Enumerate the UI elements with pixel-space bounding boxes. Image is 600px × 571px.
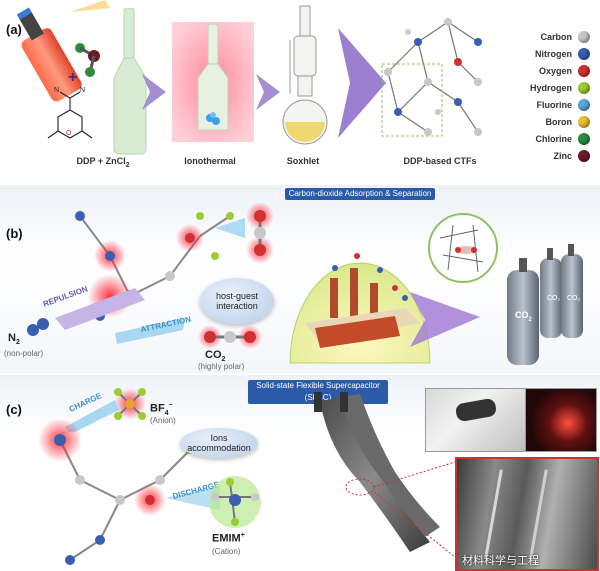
legend-fluorine: Fluorine <box>500 96 590 113</box>
svg-text:+: + <box>68 69 77 86</box>
svg-text:CO₂: CO₂ <box>567 295 581 302</box>
n2-label: N2 <box>8 332 20 347</box>
cylinder-label: CO2 <box>515 310 532 323</box>
legend-chlorine: Chlorine <box>500 130 590 147</box>
step-label-soxhlet: Soxhlet <box>286 156 320 166</box>
emim-label: EMIM+ <box>212 532 245 545</box>
step-label-ddp-ctfs: DDP-based CTFs <box>403 156 477 166</box>
sem-layer-line <box>484 469 503 559</box>
panel-a-letter: (a) <box>6 22 22 37</box>
process-arrow-large <box>338 28 386 138</box>
device-photo-bent <box>425 388 527 452</box>
soxhlet-apparatus-icon <box>282 5 328 145</box>
reaction-vessel-icon <box>113 8 147 155</box>
ctf-fragment-ion-interaction <box>38 420 194 565</box>
oxygen-ball-icon <box>578 64 590 77</box>
n2-note: (non-polar) <box>4 349 44 358</box>
co2-cylinders-illustration: CO₂ CO₂ <box>507 244 583 365</box>
sem-cross-section-image <box>455 457 599 571</box>
sem-layer-line <box>529 469 548 559</box>
hydrogen-ball-icon <box>578 81 590 94</box>
legend-hydrogen: Hydrogen <box>500 79 590 96</box>
step-label-ionothermal: Ionothermal <box>184 156 236 166</box>
boron-ball-icon <box>578 115 590 128</box>
legend-carbon: Carbon <box>500 28 590 45</box>
co2-note: (highly polar) <box>198 362 245 371</box>
device-photo-led <box>525 388 597 452</box>
legend-zinc: Zinc <box>500 147 590 164</box>
ctf-structure-illustration <box>381 18 482 137</box>
svg-text:N: N <box>80 87 85 94</box>
svg-text:CO₂: CO₂ <box>547 295 561 302</box>
host-guest-bubble: host-guest interaction <box>200 278 274 324</box>
legend-boron: Boron <box>500 113 590 130</box>
ionothermal-illustration <box>172 22 254 142</box>
co2-molecule-top <box>215 202 274 264</box>
watermark: 材料科学与工程 <box>462 554 539 567</box>
factory-dome-illustration <box>289 253 431 364</box>
panel-c-letter: (c) <box>6 402 22 417</box>
emim-note: (Cation) <box>212 547 241 556</box>
n2-repulsion-arrow <box>27 288 185 344</box>
fluorine-ball-icon <box>578 98 590 111</box>
legend-oxygen: Oxygen <box>500 62 590 79</box>
carbon-ball-icon <box>578 30 590 43</box>
panel-b-banner: Carbon-dioxide Adsorption & Separation <box>285 188 435 200</box>
process-arrow-2 <box>256 74 280 110</box>
ions-accommodation-bubble: Ions accommodation <box>180 428 258 458</box>
ddp-zncl2-illustration: + O N N <box>16 0 110 139</box>
process-arrow-1 <box>142 74 166 110</box>
svg-text:O: O <box>66 130 72 137</box>
zoom-pore-illustration <box>428 213 498 283</box>
purple-arrow-b <box>410 292 480 347</box>
bf4-anion-icon <box>114 388 146 420</box>
zinc-ball-icon <box>578 149 590 162</box>
bf4-label: BF4− <box>150 402 173 417</box>
legend-nitrogen: Nitrogen <box>500 45 590 62</box>
bent-device-shape <box>454 397 498 423</box>
co2-molecule-bottom <box>198 325 262 349</box>
supercapacitor-device-illustration <box>314 392 456 558</box>
atom-legend: Carbon Nitrogen Oxygen Hydrogen Fluorine… <box>500 28 590 164</box>
discharge-arrow <box>165 486 220 510</box>
svg-text:N: N <box>54 87 59 94</box>
charge-arrow <box>65 400 119 432</box>
bf4-note: (Anion) <box>150 416 176 425</box>
emim-cation-icon <box>209 476 261 528</box>
nitrogen-ball-icon <box>578 47 590 60</box>
panel-b-letter: (b) <box>6 226 23 241</box>
co2-label: CO2 <box>205 349 226 364</box>
step-label-ddp-zncl2: DDP + ZnCl2 <box>76 156 130 169</box>
chlorine-ball-icon <box>578 132 590 145</box>
